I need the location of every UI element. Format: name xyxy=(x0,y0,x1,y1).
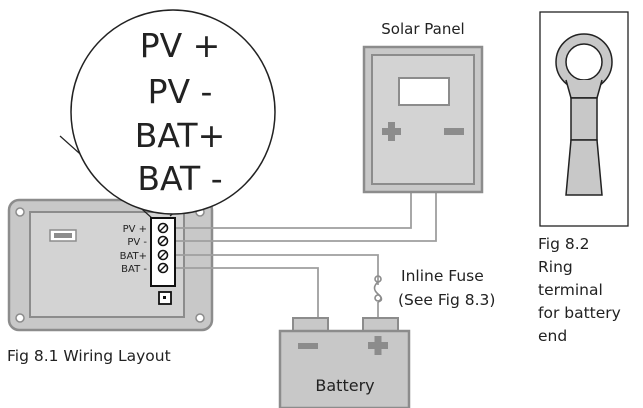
battery-label: Battery xyxy=(315,376,374,395)
inline-fuse-icon xyxy=(373,275,383,303)
fig-8-2-caption-line4: for battery xyxy=(538,304,621,322)
mounting-hole-icon xyxy=(15,313,25,323)
fig-8-2-caption-line5: end xyxy=(538,327,567,345)
minus-icon xyxy=(444,128,464,135)
mounting-hole-icon xyxy=(195,313,205,323)
zoom-label-pv-plus: PV + xyxy=(140,26,221,65)
fig-8-2-caption-line2: Ring xyxy=(538,258,573,276)
plus-icon xyxy=(382,122,401,141)
terminal-label-bat-plus: BAT+ xyxy=(120,251,147,262)
wire-bat-minus xyxy=(163,267,319,318)
terminal-label-pv-plus: PV + xyxy=(123,224,147,235)
fig-8-1-caption: Fig 8.1 Wiring Layout xyxy=(7,347,171,365)
terminal-label-bat-minus: BAT - xyxy=(121,264,147,275)
fuse-label-line1: Inline Fuse xyxy=(401,267,484,285)
zoom-bubble: PV + PV - BAT+ BAT - xyxy=(70,9,276,215)
plus-icon xyxy=(368,336,388,355)
wire-bat-plus xyxy=(163,254,379,318)
ring-terminal-icon xyxy=(555,33,613,196)
fuse-label-line2: (See Fig 8.3) xyxy=(398,291,495,309)
solar-panel-title: Solar Panel xyxy=(381,20,464,38)
zoom-label-bat-minus: BAT - xyxy=(137,159,222,198)
minus-icon xyxy=(298,343,318,349)
solar-panel: Solar Panel xyxy=(362,20,484,194)
terminal-block: PV + PV - BAT+ BAT - xyxy=(120,217,176,305)
fig-8-2-caption-line3: terminal xyxy=(538,281,603,299)
fig-8-2-caption-line1: Fig 8.2 xyxy=(538,235,590,253)
zoom-label-pv-minus: PV - xyxy=(148,72,213,111)
charge-controller xyxy=(7,198,214,332)
battery: Battery xyxy=(278,317,411,408)
display-window-icon xyxy=(49,229,77,242)
junction-box xyxy=(398,77,450,106)
terminal-label-pv-minus: PV - xyxy=(127,237,147,248)
ring-terminal-figure xyxy=(539,11,629,227)
zoom-label-bat-plus: BAT+ xyxy=(135,116,225,155)
mounting-hole-icon xyxy=(15,207,25,217)
